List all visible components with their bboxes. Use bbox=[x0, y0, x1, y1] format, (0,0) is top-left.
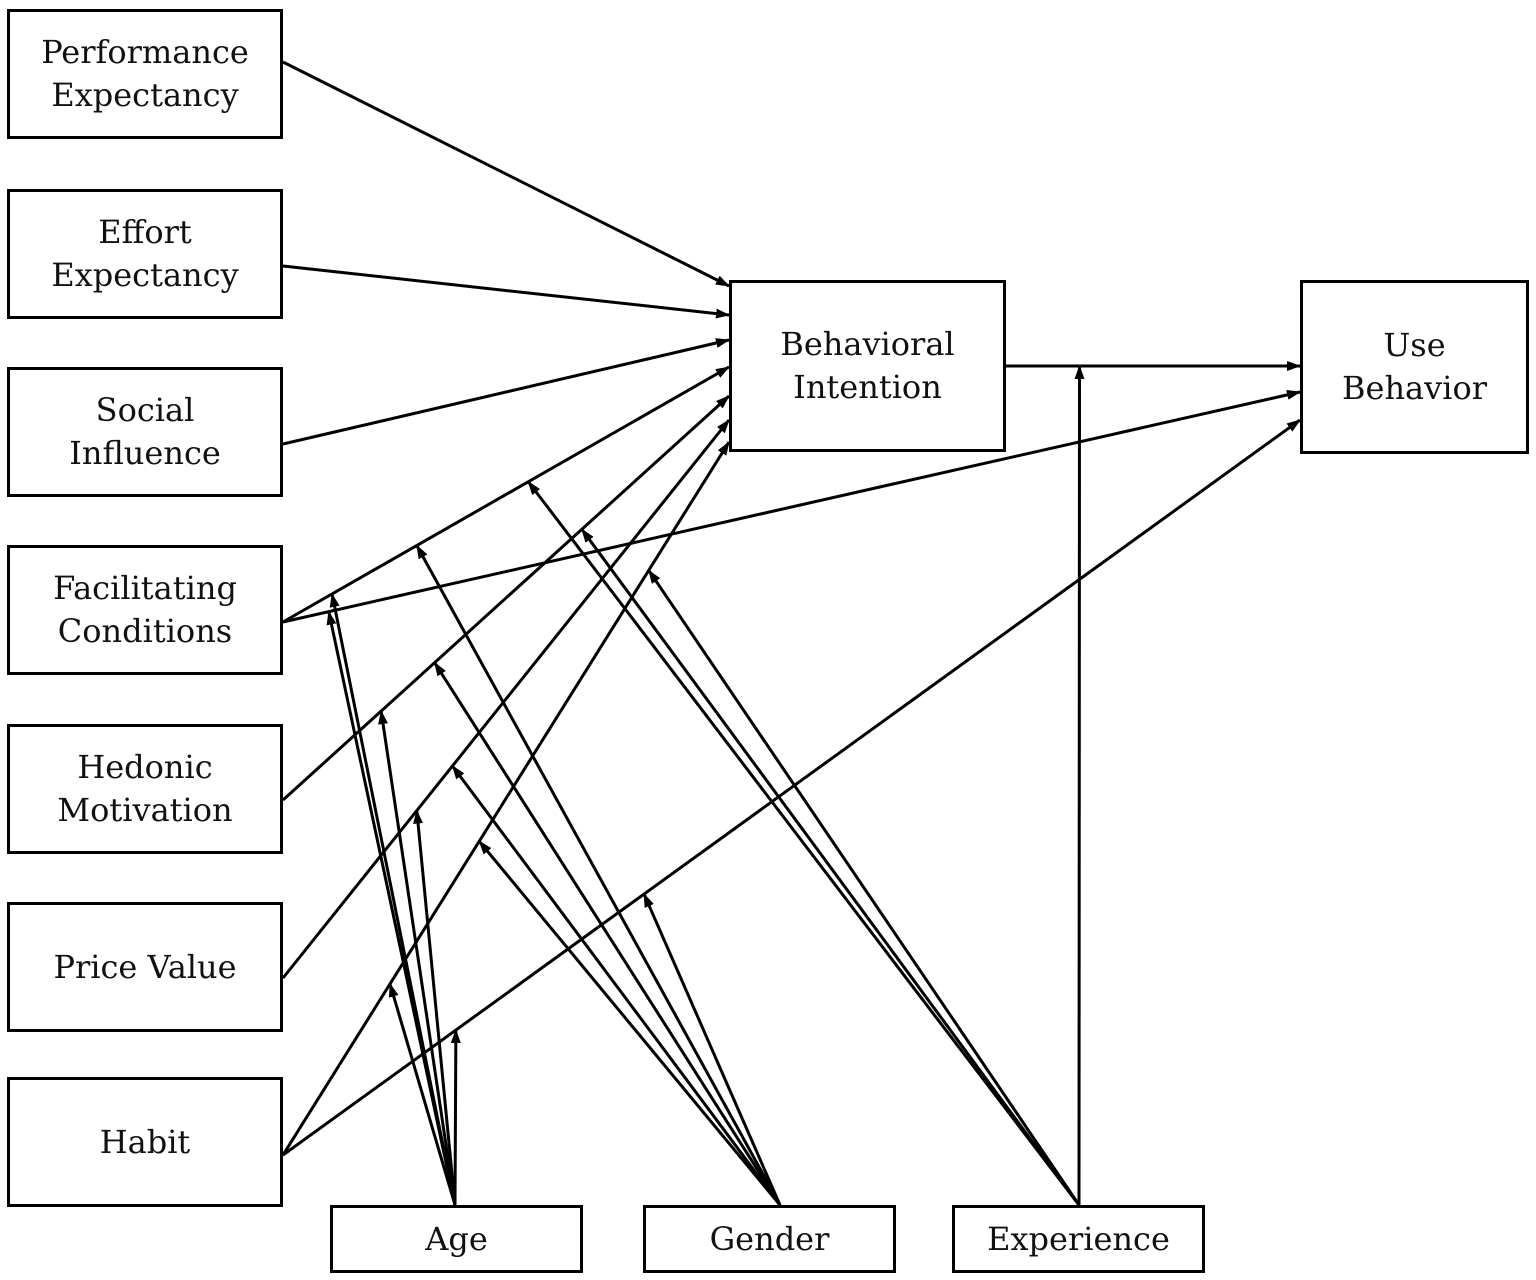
arrow-social-influence-to-behavioral-intention bbox=[282, 338, 730, 446]
node-price-value: Price Value bbox=[7, 902, 283, 1032]
moderator-arrow-gender-habit-to-use-behavior bbox=[642, 893, 782, 1206]
node-social-influence: Social Influence bbox=[7, 367, 283, 497]
node-experience: Experience bbox=[952, 1205, 1205, 1273]
node-label: Gender bbox=[709, 1219, 830, 1258]
node-label: Habit bbox=[99, 1122, 191, 1161]
moderator-arrow-age-habit-to-behavioral-intention bbox=[388, 982, 457, 1206]
node-use-behavior: Use Behavior bbox=[1300, 280, 1529, 454]
moderator-arrow-gender-facilitating-conditions-to-behavioral-intention bbox=[415, 544, 782, 1206]
node-effort-expectancy: Effort Expectancy bbox=[7, 189, 283, 319]
moderator-arrow-age-hedonic-motivation-to-behavioral-intention bbox=[378, 710, 457, 1206]
arrow-effort-expectancy-to-behavioral-intention bbox=[282, 264, 730, 319]
moderator-arrow-experience-habit-to-behavioral-intention bbox=[647, 569, 1081, 1206]
node-label: Performance Expectancy bbox=[41, 33, 249, 114]
node-performance-expectancy: Performance Expectancy bbox=[7, 9, 283, 139]
moderator-arrow-gender-price-value-to-behavioral-intention bbox=[451, 765, 782, 1206]
node-label: Facilitating Conditions bbox=[53, 569, 237, 650]
moderator-arrow-gender-habit-to-behavioral-intention bbox=[478, 840, 782, 1206]
moderator-arrow-experience-facilitating-conditions-to-behavioral-intention bbox=[527, 480, 1081, 1206]
arrow-facilitating-conditions-to-behavioral-intention bbox=[282, 365, 730, 624]
node-label: Hedonic Motivation bbox=[57, 748, 233, 829]
moderator-arrow-experience-behavioral-intention-to-use-behavior bbox=[1074, 365, 1085, 1206]
node-hedonic-motivation: Hedonic Motivation bbox=[7, 724, 283, 854]
moderator-arrow-age-habit-to-use-behavior bbox=[450, 1029, 461, 1206]
node-label: Experience bbox=[987, 1219, 1170, 1258]
arrow-performance-expectancy-to-behavioral-intention bbox=[282, 60, 730, 288]
moderator-arrow-experience-hedonic-motivation-to-behavioral-intention bbox=[580, 528, 1081, 1206]
moderator-arrow-gender-hedonic-motivation-to-behavioral-intention bbox=[433, 661, 782, 1206]
arrow-facilitating-conditions-to-use-behavior bbox=[282, 389, 1301, 624]
node-label: Age bbox=[425, 1219, 488, 1258]
node-gender: Gender bbox=[643, 1205, 896, 1273]
moderator-arrow-age-price-value-to-behavioral-intention bbox=[413, 809, 457, 1206]
arrow-hedonic-motivation-to-behavioral-intention bbox=[281, 394, 731, 802]
node-label: Social Influence bbox=[69, 391, 221, 472]
node-habit: Habit bbox=[7, 1077, 283, 1207]
node-behavioral-intention: Behavioral Intention bbox=[729, 280, 1006, 452]
node-label: Behavioral Intention bbox=[780, 325, 955, 406]
arrow-price-value-to-behavioral-intention bbox=[281, 419, 731, 979]
arrow-habit-to-behavioral-intention bbox=[281, 441, 731, 1156]
node-label: Use Behavior bbox=[1341, 326, 1487, 407]
moderator-arrow-age-facilitating-conditions-to-use-behavior bbox=[326, 610, 457, 1206]
node-label: Effort Expectancy bbox=[51, 213, 239, 294]
node-facilitating-conditions: Facilitating Conditions bbox=[7, 545, 283, 675]
node-age: Age bbox=[330, 1205, 583, 1273]
node-label: Price Value bbox=[53, 947, 237, 986]
